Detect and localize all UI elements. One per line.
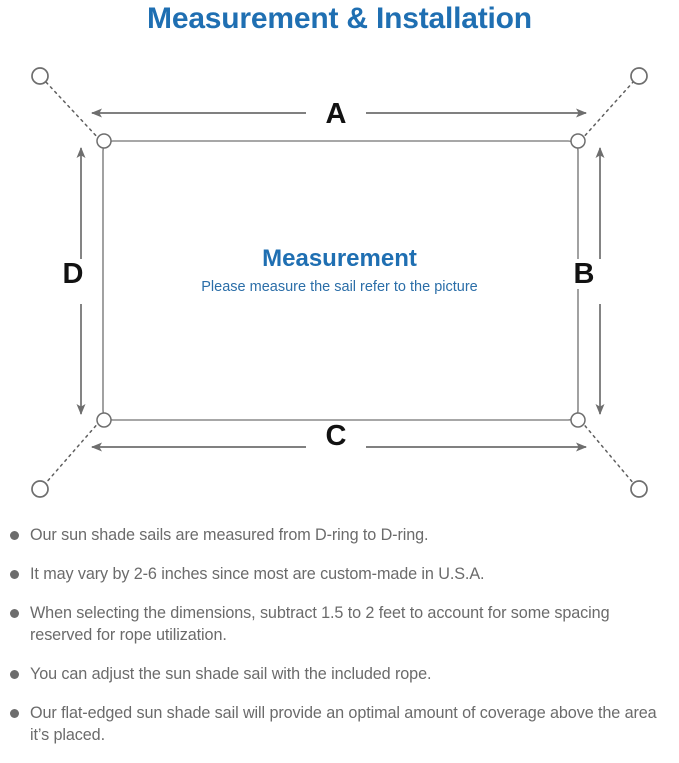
list-item: When selecting the dimensions, subtract … <box>0 602 679 646</box>
d-ring-top-right-icon <box>570 133 586 149</box>
anchor-point-bottom-left-icon <box>31 480 49 498</box>
d-ring-top-left-icon <box>96 133 112 149</box>
list-item: It may vary by 2-6 inches since most are… <box>0 563 679 585</box>
dimension-label-c: C <box>306 421 366 451</box>
diagram-canvas <box>31 67 648 498</box>
page-title: Measurement & Installation <box>147 2 532 35</box>
d-ring-bottom-right-icon <box>570 412 586 428</box>
bullet-dot-icon <box>10 570 19 579</box>
list-item-text: Our sun shade sails are measured from D-… <box>30 526 429 544</box>
sail-center-title: Measurement <box>262 245 417 272</box>
list-item-text: Our flat-edged sun shade sail will provi… <box>30 704 657 744</box>
rope-line-top-right <box>580 80 635 141</box>
rope-line-bottom-right <box>580 420 635 485</box>
dimension-label-a: A <box>306 99 366 129</box>
anchor-point-top-left-icon <box>31 67 49 85</box>
bullet-dot-icon <box>10 531 19 540</box>
bullet-dot-icon <box>10 670 19 679</box>
dimension-label-b: B <box>565 259 603 289</box>
rope-line-top-left <box>44 80 101 141</box>
bullet-dot-icon <box>10 709 19 718</box>
list-item: You can adjust the sun shade sail with t… <box>0 663 679 685</box>
sail-center-subtitle: Please measure the sail refer to the pic… <box>201 279 478 295</box>
anchor-point-top-right-icon <box>630 67 648 85</box>
anchor-point-bottom-right-icon <box>630 480 648 498</box>
list-item-text: It may vary by 2-6 inches since most are… <box>30 565 485 583</box>
list-item: Our sun shade sails are measured from D-… <box>0 524 679 546</box>
dimension-label-d: D <box>54 259 92 289</box>
list-item-text: You can adjust the sun shade sail with t… <box>30 665 432 683</box>
list-item-text: When selecting the dimensions, subtract … <box>30 604 610 644</box>
list-item: Our flat-edged sun shade sail will provi… <box>0 702 679 746</box>
bullet-dot-icon <box>10 609 19 618</box>
notes-list: Our sun shade sails are measured from D-… <box>0 524 679 763</box>
rope-line-bottom-left <box>44 420 101 485</box>
d-ring-bottom-left-icon <box>96 412 112 428</box>
shade-sail-diagram: Measurement Please measure the sail refe… <box>0 48 679 518</box>
